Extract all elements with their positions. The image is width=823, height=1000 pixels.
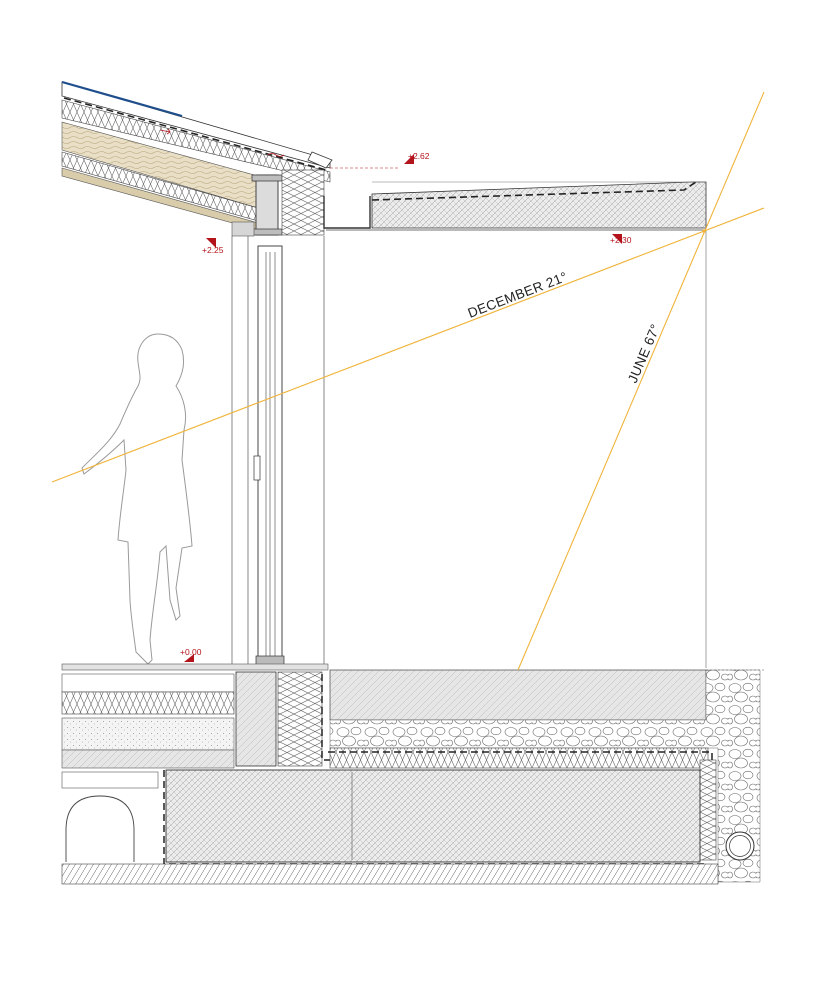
drainage-pipe [725, 831, 755, 861]
canopy [323, 167, 707, 231]
level-marker-triangle [612, 234, 622, 244]
floor-gravel-layer [61, 717, 235, 751]
roof-gutter [61, 80, 183, 118]
steel-beam [255, 174, 279, 236]
crawl-space-slab [61, 771, 159, 789]
sun-rays [51, 91, 765, 671]
facade [231, 230, 707, 669]
level-marker-triangle [206, 238, 216, 248]
roof-air-arrow [159, 128, 171, 135]
canopy-membrane [371, 181, 697, 201]
floor-construction [61, 663, 764, 885]
pitched-roof [61, 80, 333, 237]
level-label-roof: +2.62 [408, 151, 430, 161]
level-marker-triangle [404, 154, 414, 164]
steel-beam-flange [251, 228, 283, 236]
terrace-insulation [329, 747, 709, 769]
level-label-eave: +2.25 [202, 245, 224, 255]
level-label-canopy: +2.30 [610, 235, 632, 245]
wall-membrane [321, 674, 330, 761]
floor-screed [61, 673, 235, 693]
sun-ray-june [517, 91, 765, 671]
sun-angle-june-label: JUNE 67° [625, 322, 663, 386]
floor-insulation [61, 691, 235, 715]
steel-beam-flange [251, 174, 283, 182]
level-label-floor: +0.00 [180, 647, 202, 657]
sun-ray-december [51, 207, 765, 483]
canopy-gutter [323, 196, 371, 229]
window-handle [253, 455, 261, 481]
ceiling-panel [231, 221, 255, 237]
level-marker-canopy: +2.30 [610, 234, 632, 245]
foundation-beam [165, 769, 701, 863]
wall-base-insulation [277, 671, 323, 767]
ground-lean-concrete [61, 863, 719, 885]
sun-angle-december-label: DECEMBER 21° [466, 269, 570, 321]
roof-membrane [63, 97, 327, 171]
wall-base-block [235, 671, 277, 767]
canopy-slab [371, 181, 707, 229]
wall-top-insulation [281, 169, 325, 236]
level-marker-eave: +2.25 [202, 238, 224, 255]
level-marker-roof: +2.62 [404, 151, 430, 164]
crawl-space-vent [65, 795, 135, 862]
level-marker-floor: +0.00 [180, 647, 202, 662]
terrace-slab [329, 669, 707, 721]
drainage-pipe-inner [729, 835, 751, 857]
edge-insulation [699, 759, 717, 861]
roof-air-arrow [267, 153, 285, 157]
ridge-cap [307, 151, 333, 169]
human-silhouette [81, 333, 193, 665]
roof-insulation-top [61, 99, 331, 183]
floor-slab [61, 749, 235, 769]
level-marker-triangle [184, 654, 194, 662]
sun-ray-intersection [702, 229, 706, 233]
floor-finish [61, 663, 329, 671]
